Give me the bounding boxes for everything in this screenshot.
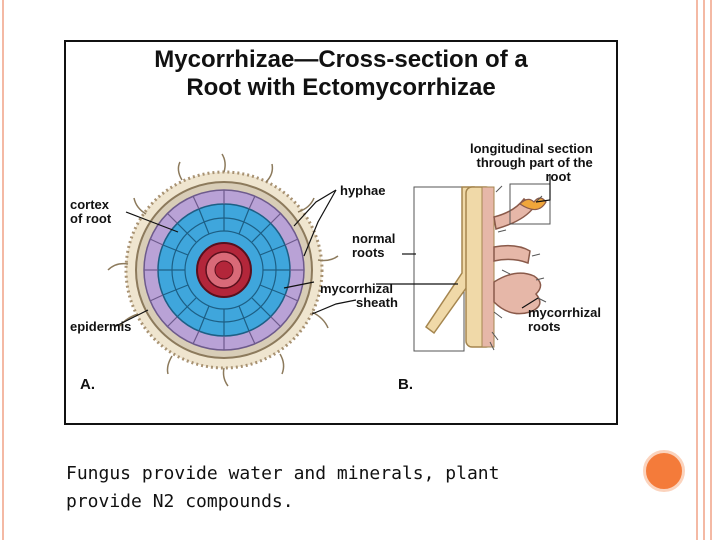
label-cortex-line-1: cortex (70, 197, 110, 212)
decorative-bullet-circle (643, 450, 685, 492)
label-normal-roots-line-2: roots (352, 245, 385, 260)
root-hyphae (489, 185, 547, 351)
title-line-1: Mycorrhizae—Cross-section of a (154, 46, 528, 73)
label-normal-roots-line-1: normal (352, 231, 396, 246)
label-epidermis: epidermis (70, 319, 132, 334)
mycorrhizae-figure: Mycorrhizae—Cross-section of a Root with… (64, 40, 618, 425)
label-longitudinal-section: longitudinal section through part of the… (470, 142, 593, 184)
label-sheath-line-1: mycorrhizal (320, 281, 393, 296)
decor-rail-left (2, 0, 4, 540)
figure-title: Mycorrhizae—Cross-section of a Root with… (66, 46, 616, 102)
outer-cell-walls (144, 190, 304, 350)
diagram-art (107, 153, 551, 387)
slide-caption: Fungus provide water and minerals, plant… (66, 460, 586, 516)
panel-label-b: B. (398, 376, 413, 393)
label-hyphae: hyphae (340, 183, 386, 198)
label-mycorrhizal-roots-line-1: mycorrhizal (528, 305, 601, 320)
label-longitudinal-line-3: root (545, 169, 571, 184)
label-mycorrhizal-roots-line-2: roots (528, 319, 561, 334)
label-sheath-line-2: sheath (356, 295, 398, 310)
label-cortex-line-2: of root (70, 211, 112, 226)
stele-core (214, 260, 234, 280)
label-mycorrhizal-roots: mycorrhizal roots (528, 306, 601, 334)
caption-line-2: provide N2 compounds. (66, 491, 294, 512)
panel-label-a: A. (80, 376, 95, 393)
caption-line-1: Fungus provide water and minerals, plant (66, 463, 500, 484)
tip-callout-frame (509, 183, 551, 225)
root-cross-section (107, 153, 339, 387)
decor-rail-right-1 (696, 0, 698, 540)
label-mycorrhizal-sheath: mycorrhizal sheath (320, 282, 398, 310)
label-cortex-of-root: cortex of root (70, 198, 111, 226)
decor-rail-right-3 (710, 0, 712, 540)
label-longitudinal-line-2: through part of the (476, 155, 593, 170)
label-normal-roots: normal roots (352, 232, 395, 260)
leader-lines-a (113, 189, 357, 328)
cortex-cell-walls (158, 204, 290, 336)
decor-rail-right-2 (703, 0, 705, 540)
leader-lines-b (376, 174, 551, 309)
label-longitudinal-line-1: longitudinal section (470, 141, 593, 156)
hyphae-strands (107, 153, 339, 387)
sheath-overlay (481, 186, 495, 348)
mycorrhizal-root-branch-2 (493, 244, 531, 265)
title-line-2: Root with Ectomycorrhizae (186, 74, 496, 101)
